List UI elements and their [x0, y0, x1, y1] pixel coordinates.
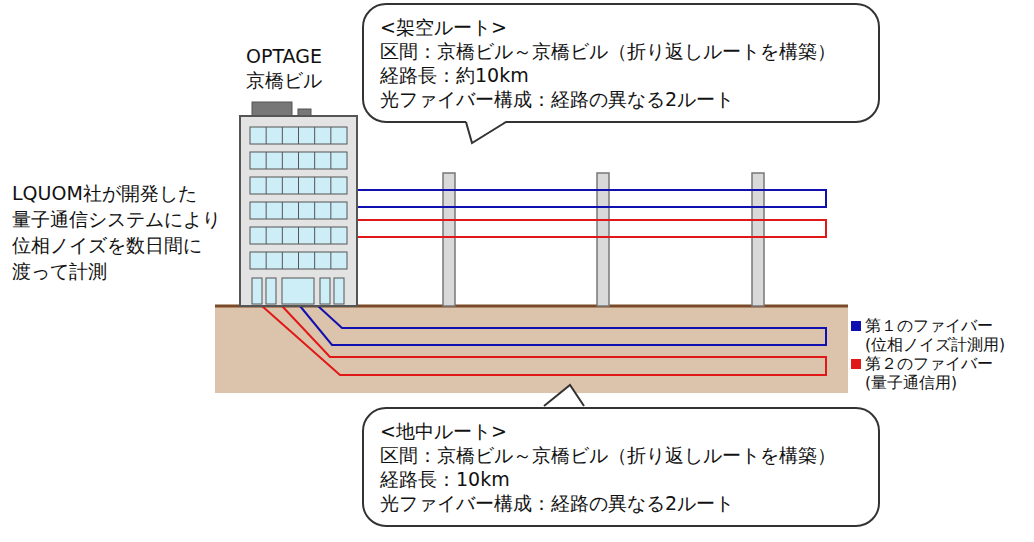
building-node: OPTAGE 京橋ビル — [240, 116, 357, 306]
pole — [443, 173, 455, 306]
legend-text: 第２のファイバー (量子通信用) — [865, 355, 1034, 393]
legend-item: 第１のファイバー (位相ノイズ計測用) — [851, 317, 1034, 355]
ground — [215, 306, 848, 393]
route-callout: <地中ルート>区間：京橋ビル～京橋ビル（折り返しルートを構築）経路長：10km光… — [362, 407, 880, 527]
callout-heading: <地中ルート> — [380, 419, 860, 443]
callout-tail — [534, 383, 654, 413]
callout-line: 経路長：約10km — [380, 63, 860, 87]
legend-item: 第２のファイバー (量子通信用) — [851, 355, 1034, 393]
legend-text: 第１のファイバー (位相ノイズ計測用) — [865, 317, 1034, 355]
pole — [752, 173, 764, 306]
callout-heading: <架空ルート> — [380, 15, 860, 39]
callout-line: 区間：京橋ビル～京橋ビル（折り返しルートを構築） — [380, 39, 860, 63]
building-label: OPTAGE 京橋ビル — [239, 44, 329, 92]
callout-tail — [460, 121, 580, 151]
callout-line: 経路長：10km — [380, 467, 860, 491]
pole — [597, 173, 609, 306]
callout-line: 区間：京橋ビル～京橋ビル（折り返しルートを構築） — [380, 443, 860, 467]
aerial-fiber-2 — [357, 220, 826, 237]
aerial-fiber-1 — [357, 190, 826, 207]
route-callout: <架空ルート>区間：京橋ビル～京橋ビル（折り返しルートを構築）経路長：約10km… — [362, 3, 880, 123]
underground-fiber-1 — [300, 306, 826, 345]
note-label: LQUOM社が開発した 量子通信システムにより 位相ノイズを数日間に 渡って計測 — [12, 180, 240, 284]
legend-swatch — [851, 359, 861, 369]
building — [240, 102, 357, 306]
underground-fiber-2 — [262, 306, 826, 375]
callout-line: 光ファイバー構成：経路の異なる2ルート — [380, 491, 860, 515]
legend-swatch — [851, 321, 861, 331]
callout-line: 光ファイバー構成：経路の異なる2ルート — [380, 87, 860, 111]
